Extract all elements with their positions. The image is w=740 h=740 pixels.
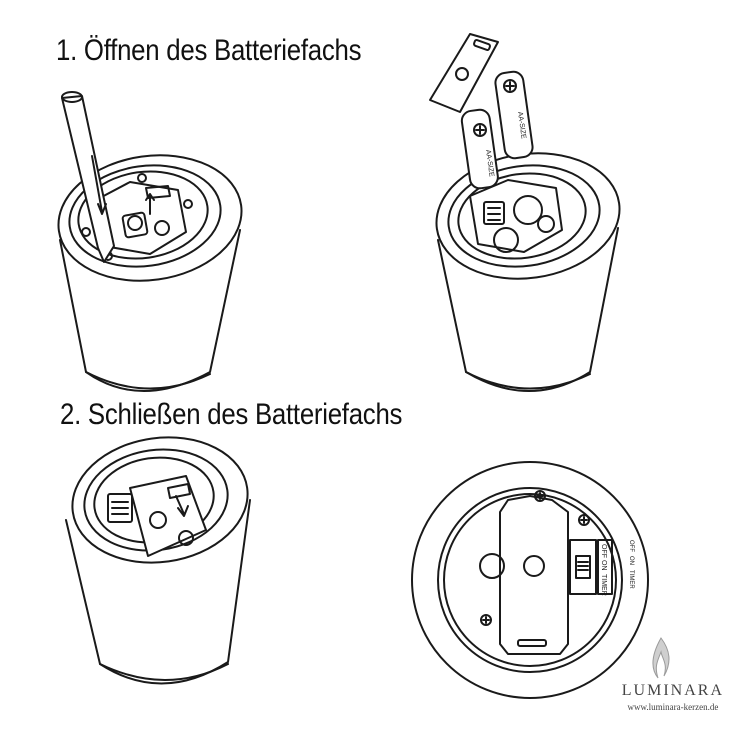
outer-label-timer: TIMER — [628, 570, 634, 589]
candle-closed-top-view: OFF ON TIMER OFF ON TIMER — [411, 461, 649, 699]
battery-icon: AA-SIZE — [494, 70, 534, 160]
step-2-title: 2. Schließen des Batteriefachs — [60, 398, 403, 431]
pen-icon — [61, 91, 115, 263]
battery-lid — [429, 33, 499, 113]
switch-labels: OFF ON TIMER OFF ON TIMER — [600, 540, 634, 596]
flame-logo-icon — [652, 637, 670, 679]
switch-label-timer: TIMER — [600, 574, 607, 596]
battery-label-1: AA-SIZE — [484, 149, 495, 177]
outer-label-on: ON — [628, 556, 634, 565]
candle-insert-batteries: AA-SIZE AA-SIZE — [429, 33, 621, 392]
brand-url: www.luminara-kerzen.de — [627, 702, 719, 712]
battery-label-2: AA-SIZE — [516, 111, 527, 139]
battery-icon: AA-SIZE — [460, 108, 499, 190]
brand-block: LUMINARA www.luminara-kerzen.de — [622, 682, 724, 712]
switch-label-off: OFF — [600, 544, 607, 558]
brand-name: LUMINARA — [621, 682, 724, 699]
outer-label-off: OFF — [628, 540, 634, 552]
candle-close-lid — [65, 436, 251, 685]
step-1-title: 1. Öffnen des Batteriefachs — [56, 34, 362, 67]
candle-open-with-pen — [57, 91, 243, 392]
switch-label-on: ON — [600, 560, 607, 571]
